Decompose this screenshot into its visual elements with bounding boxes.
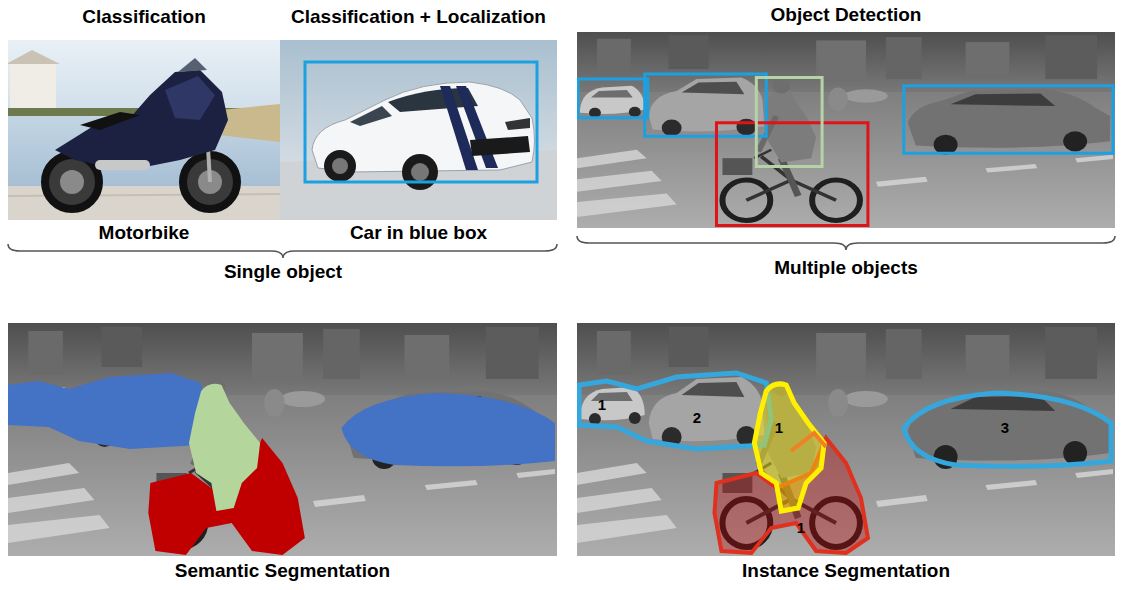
car-photo [456, 86, 498, 168]
motorbike-photo [8, 50, 60, 64]
detection-photo [577, 32, 1115, 228]
semantic-photo [8, 323, 557, 556]
bounding-box [578, 74, 1113, 225]
instance-photo [577, 323, 1115, 556]
motorbike-photo [10, 62, 56, 108]
instance-photo [577, 323, 1115, 556]
group-label: Multiple objects [774, 257, 918, 279]
image-panel: Semantic Segmentation [8, 320, 557, 588]
car-photo [505, 118, 530, 130]
panel-heading: Object Detection [771, 4, 922, 26]
detection-photo [577, 32, 1115, 228]
group-label: Single object [224, 261, 342, 283]
panel-caption: Motorbike [99, 222, 190, 244]
panel-caption: Instance Segmentation [742, 560, 950, 582]
car-photo [402, 154, 438, 190]
instance-outline [754, 384, 824, 511]
bounding-box [305, 62, 537, 182]
instance-number: 1 [598, 396, 606, 413]
motorbike-photo [165, 76, 215, 120]
instance-outline [904, 393, 1111, 466]
instance-number: 2 [693, 409, 701, 426]
car-photo [350, 106, 392, 126]
class-mask [189, 384, 260, 511]
panel-caption: Semantic Segmentation [175, 560, 390, 582]
instance-number: 1 [775, 419, 783, 436]
instance-outline [579, 373, 771, 449]
car-photo [411, 163, 429, 181]
car-photo [332, 158, 348, 174]
motorbike-photo [8, 40, 280, 220]
class-mask [8, 373, 206, 449]
bounding-box [645, 74, 767, 136]
detection-photo [577, 32, 1115, 228]
image-panel: ClassificationMotorbike [8, 0, 280, 250]
bounding-box [716, 123, 867, 226]
semantic-photo [8, 323, 557, 556]
motorbike-photo [55, 70, 228, 168]
motorbike-photo [178, 58, 207, 72]
instance-outline [579, 373, 1111, 553]
motorbike-photo [80, 112, 140, 130]
car-photo [470, 136, 530, 156]
motorbike-photo [60, 170, 84, 194]
instance-number: 1 [797, 519, 805, 536]
bounding-box [756, 77, 822, 166]
class-mask [8, 373, 555, 555]
instance-outline [791, 433, 826, 451]
image-panel: Classification + LocalizationCar in blue… [280, 0, 557, 250]
bounding-box [904, 86, 1113, 153]
group-brace [8, 244, 557, 258]
instance-number: 3 [1001, 419, 1009, 436]
panel-caption: Car in blue box [350, 222, 487, 244]
car-photo [280, 40, 557, 220]
bounding-box [578, 79, 648, 118]
image-panel: Instance Segmentation [577, 320, 1115, 588]
panel-heading: Classification + Localization [291, 6, 546, 28]
motorbike-photo [95, 160, 150, 170]
instance-photo [577, 323, 1115, 556]
semantic-photo [8, 323, 557, 556]
panel-heading: Classification [82, 6, 206, 28]
car-photo [280, 40, 557, 220]
class-mask [341, 393, 555, 466]
image-panel: Object Detection [577, 0, 1115, 232]
car-photo [324, 150, 356, 182]
group-brace [577, 236, 1115, 250]
